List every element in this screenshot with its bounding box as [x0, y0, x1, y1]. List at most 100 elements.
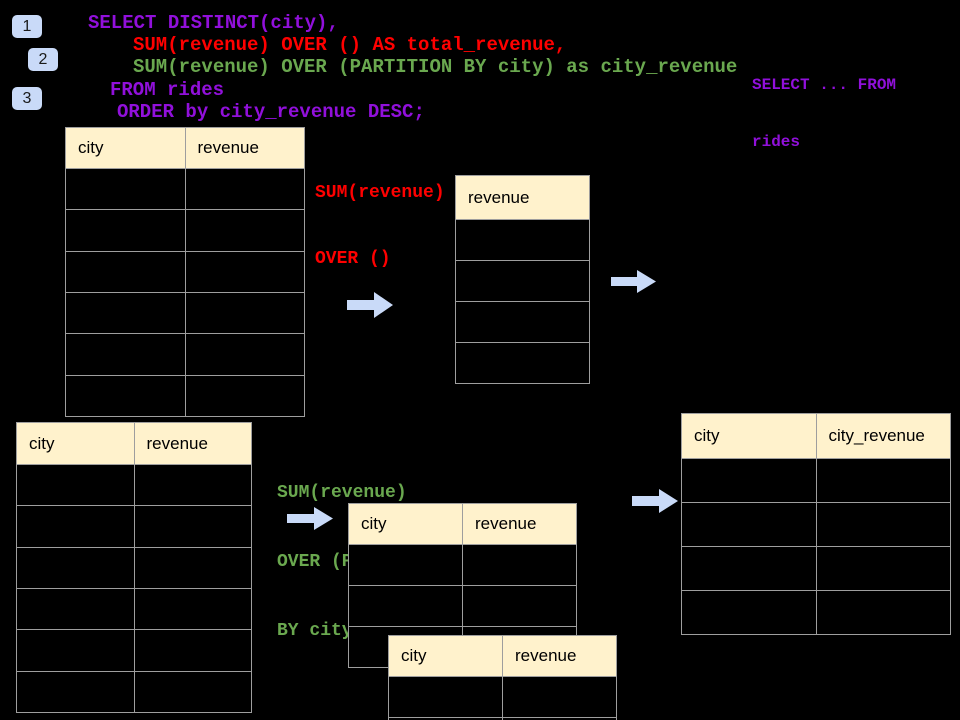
table-row [681, 546, 951, 591]
sql-line-city-revenue: SUM(revenue) OVER (PARTITION BY city) as… [133, 56, 738, 78]
flow-arrow-icon [287, 507, 333, 530]
empty-cell [502, 676, 617, 718]
empty-cell [455, 301, 590, 343]
table-row [65, 250, 305, 293]
empty-cell [681, 458, 817, 503]
empty-cell [16, 546, 135, 589]
empty-cell [16, 463, 135, 507]
table-row [65, 209, 305, 252]
empty-cell [65, 250, 186, 293]
empty-cell [681, 546, 817, 591]
empty-cell [133, 463, 252, 507]
total-over-line2: OVER () [315, 249, 391, 269]
table-row [16, 463, 252, 507]
total-over-annotation: SUM(revenue) OVER () [315, 138, 445, 314]
table-row [388, 676, 617, 718]
column-header-revenue: revenue [502, 635, 617, 677]
flow-arrow-icon [632, 489, 678, 513]
empty-cell [815, 502, 951, 547]
empty-cell [184, 291, 305, 335]
empty-cell [133, 670, 252, 714]
sql-line-order-by: ORDER by city_revenue DESC; [117, 101, 425, 123]
empty-cell [65, 209, 186, 252]
table-row [16, 505, 252, 548]
step-badge-2: 2 [28, 48, 58, 71]
table-row [455, 301, 590, 343]
select-from-note-line2: rides [752, 133, 801, 151]
empty-cell [455, 219, 590, 261]
column-header-revenue: revenue [184, 127, 305, 169]
table-row [348, 544, 577, 586]
partition-table-front: city revenue [388, 635, 617, 720]
table-row [455, 219, 590, 261]
column-header-city: city [65, 127, 186, 169]
table-row [681, 458, 951, 503]
total-revenue-table: revenue [455, 175, 590, 384]
column-header-city-revenue: city_revenue [815, 413, 951, 459]
table-row [16, 670, 252, 714]
city-revenue-result-table: city city_revenue [681, 413, 951, 635]
empty-cell [348, 585, 463, 627]
empty-cell [681, 502, 817, 547]
select-from-note-line1: SELECT ... FROM [752, 76, 897, 94]
empty-cell [348, 544, 463, 586]
flow-arrow-icon [347, 292, 393, 318]
table-row [65, 291, 305, 335]
empty-cell [462, 544, 577, 586]
column-header-city: city [16, 422, 135, 465]
column-header-revenue: revenue [462, 503, 577, 545]
empty-cell [455, 260, 590, 302]
column-header-city: city [681, 413, 817, 459]
table-row [16, 587, 252, 631]
empty-cell [16, 629, 135, 672]
table-row [455, 342, 590, 384]
empty-cell [65, 291, 186, 335]
table-row [65, 333, 305, 376]
table-row [681, 590, 951, 635]
empty-cell [455, 342, 590, 384]
empty-cell [65, 374, 186, 418]
sql-line-total-revenue: SUM(revenue) OVER () AS total_revenue, [133, 34, 567, 56]
table-row [681, 502, 951, 547]
empty-cell [184, 167, 305, 211]
empty-cell [65, 333, 186, 376]
empty-cell [65, 167, 186, 211]
empty-cell [815, 458, 951, 503]
empty-cell [16, 587, 135, 631]
sql-line-select: SELECT DISTINCT(city), [88, 12, 339, 34]
source-table-bottom: city revenue [16, 422, 252, 714]
step-badge-1: 1 [12, 15, 42, 38]
empty-cell [815, 546, 951, 591]
total-over-line1: SUM(revenue) [315, 183, 445, 203]
column-header-revenue: revenue [133, 422, 252, 465]
table-row [455, 260, 590, 302]
column-header-city: city [348, 503, 463, 545]
partition-over-line1: SUM(revenue) [277, 483, 407, 503]
empty-cell [184, 374, 305, 418]
table-row [65, 167, 305, 211]
empty-cell [133, 629, 252, 672]
empty-cell [16, 505, 135, 548]
empty-cell [462, 585, 577, 627]
table-row [348, 585, 577, 627]
empty-cell [681, 590, 817, 635]
empty-cell [184, 250, 305, 293]
empty-cell [133, 587, 252, 631]
table-row [16, 629, 252, 672]
source-table-top: city revenue [65, 127, 305, 418]
empty-cell [502, 717, 617, 720]
sql-line-from: FROM rides [110, 79, 225, 101]
empty-cell [184, 333, 305, 376]
empty-cell [16, 670, 135, 714]
column-header-city: city [388, 635, 503, 677]
select-from-note: SELECT ... FROM rides [752, 38, 896, 190]
table-row [16, 546, 252, 589]
empty-cell [184, 209, 305, 252]
table-row [65, 374, 305, 418]
step-badge-3: 3 [12, 87, 42, 110]
flow-arrow-icon [611, 270, 656, 293]
empty-cell [133, 505, 252, 548]
empty-cell [133, 546, 252, 589]
column-header-revenue: revenue [455, 175, 590, 220]
